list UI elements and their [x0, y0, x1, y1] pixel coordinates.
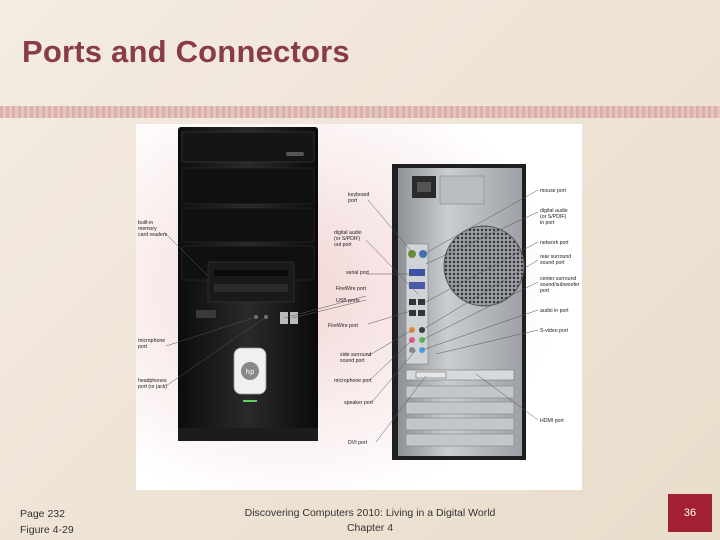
label-hdmi: HDMI port — [540, 418, 564, 424]
chapter-label: Chapter 4 — [230, 521, 510, 536]
label-network: network port — [540, 240, 569, 246]
label-svideo: S-video port — [540, 328, 569, 334]
computer-ports-figure: hp — [136, 124, 582, 490]
label-headphones: headphones port (or jack) — [138, 378, 168, 390]
back-tower — [392, 164, 526, 460]
svg-text:hp: hp — [246, 368, 255, 376]
label-usb: USB ports — [336, 298, 360, 304]
slide-title: Ports and Connectors — [22, 34, 350, 70]
front-tower: hp — [178, 127, 318, 441]
label-microphone-back: microphone port — [334, 378, 372, 384]
label-mouse: mouse port — [540, 188, 567, 194]
label-audio-in: audio in port — [540, 308, 569, 314]
label-serial: serial port — [346, 270, 369, 276]
label-dvi: DVI port — [348, 440, 368, 446]
footer-book-info: Discovering Computers 2010: Living in a … — [230, 506, 510, 536]
label-firewire-front: FireWire port — [336, 286, 367, 292]
label-firewire-back: FireWire port — [328, 323, 359, 329]
footer-reference: Page 232 Figure 4-29 — [20, 506, 74, 538]
computer-tower-illustration: hp — [136, 124, 582, 490]
book-title: Discovering Computers 2010: Living in a … — [230, 506, 510, 521]
page-reference: Page 232 — [20, 506, 74, 522]
title-divider — [0, 106, 720, 118]
label-speaker: speaker port — [344, 400, 373, 406]
figure-reference: Figure 4-29 — [20, 522, 74, 538]
slide-number-badge: 36 — [668, 494, 712, 532]
